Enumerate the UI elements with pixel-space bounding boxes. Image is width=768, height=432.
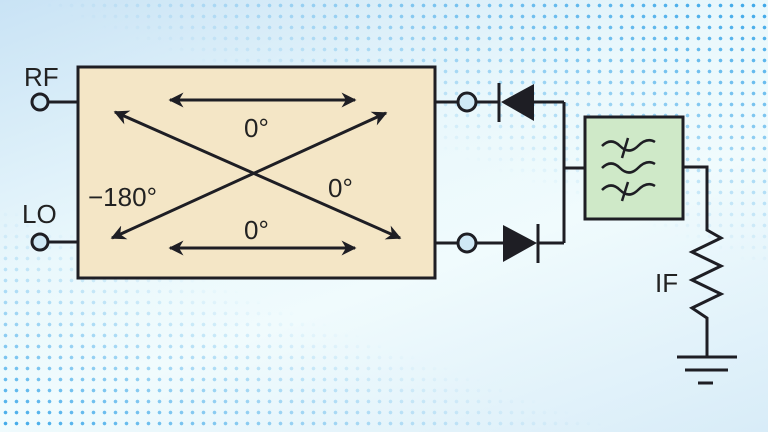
right-phase-label: 0°: [328, 173, 353, 203]
filter-wave-icon: [601, 137, 656, 202]
lo-label: LO: [22, 199, 57, 229]
diagonal-arrow-up: [110, 111, 388, 240]
lo-port: [30, 232, 50, 252]
ground-icon: [677, 355, 737, 385]
rf-label: RF: [24, 62, 59, 92]
top-phase-label: 0°: [244, 113, 269, 143]
if-resistor: [683, 165, 725, 356]
if-label: IF: [655, 268, 678, 298]
output-port-top: [456, 91, 478, 113]
left-phase-label: −180°: [88, 182, 157, 212]
rf-port: [30, 92, 50, 112]
diode-bottom-icon: [503, 225, 537, 262]
bottom-phase-label: 0°: [244, 215, 269, 245]
lowpass-filter: [583, 115, 685, 221]
output-port-bottom: [456, 232, 478, 254]
diode-top-icon: [501, 84, 534, 121]
